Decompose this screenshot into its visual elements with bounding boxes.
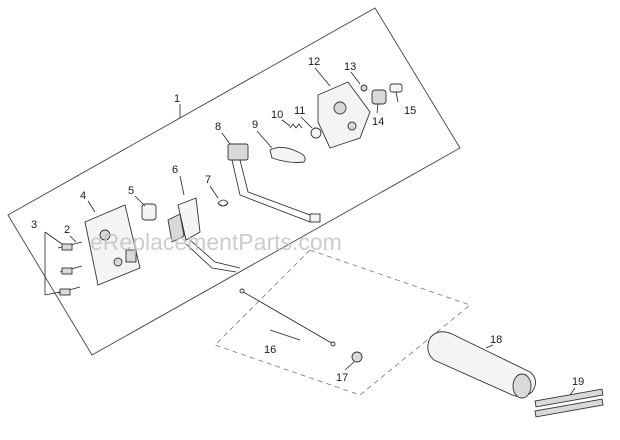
trigger — [269, 147, 306, 163]
small-spring — [289, 123, 303, 129]
callout-12: 12 — [308, 56, 320, 68]
callout-numbers: 1 2 3 4 5 6 7 8 9 10 11 12 13 14 15 16 1… — [31, 56, 584, 388]
callout-19: 19 — [572, 376, 584, 388]
callout-3: 3 — [31, 219, 37, 231]
callout-18: 18 — [490, 334, 502, 346]
callout-4: 4 — [80, 190, 86, 202]
assembly-frame — [7, 7, 461, 356]
spring — [217, 199, 229, 207]
handle-grip — [427, 331, 536, 399]
callout-11: 11 — [294, 105, 305, 117]
pin — [310, 127, 322, 139]
watermark: eReplacementParts.com — [90, 229, 342, 255]
callout-13: 13 — [344, 61, 356, 73]
lever-assembly — [167, 197, 241, 273]
throttle-cable — [239, 288, 336, 347]
callout-15: 15 — [404, 105, 416, 117]
spring-pair — [534, 388, 604, 418]
callout-17: 17 — [336, 372, 348, 384]
callout-1: 1 — [174, 93, 180, 105]
callout-5: 5 — [128, 185, 134, 197]
callout-7: 7 — [205, 174, 211, 186]
nut — [351, 351, 363, 363]
callout-9: 9 — [252, 119, 258, 131]
leader-lines — [69, 67, 576, 396]
callout-14: 14 — [372, 116, 384, 128]
screw-parts — [44, 231, 83, 296]
subassembly-outline — [214, 249, 471, 396]
knob-hardware — [360, 83, 403, 105]
callout-6: 6 — [172, 164, 178, 176]
bushing — [141, 203, 157, 221]
callout-8: 8 — [215, 121, 221, 133]
bracket-plate — [84, 204, 141, 286]
switch-harness — [227, 143, 321, 223]
callout-10: 10 — [271, 109, 283, 121]
throttle-housing — [317, 81, 371, 149]
callout-16: 16 — [264, 344, 276, 356]
callout-2: 2 — [64, 224, 70, 236]
